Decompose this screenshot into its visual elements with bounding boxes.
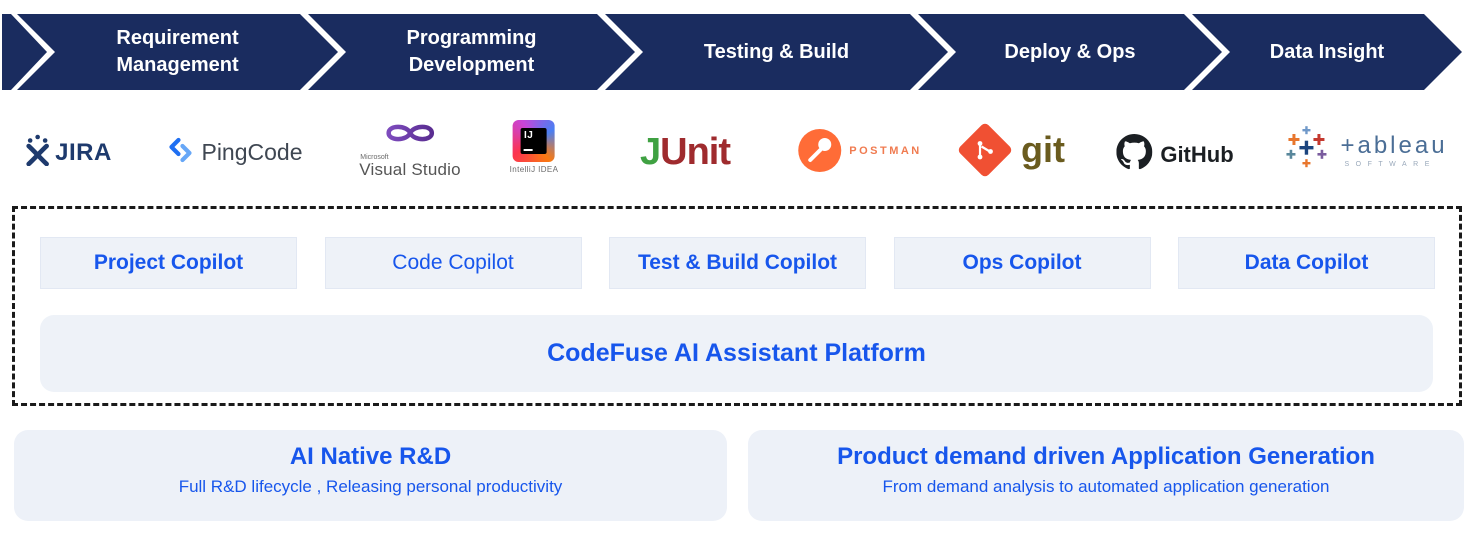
github-logo: GitHub [1116,134,1234,175]
github-wordmark: GitHub [1160,141,1234,167]
pipeline-stage-data-insight: Data Insight [1192,14,1462,90]
intellij-idea-logo: IJ IntelliJ IDEA [510,120,559,174]
intellij-idea-icon: IJ [513,120,555,162]
ai-native-rd-subtitle: Full R&D lifecycle , Releasing personal … [178,477,563,496]
test-build-copilot-chip: Test & Build Copilot [609,237,866,289]
pingcode-wordmark: PingCode [201,139,303,165]
github-octocat-icon [1116,134,1153,175]
jira-logo: JIRA [24,134,112,171]
jira-wordmark: JIRA [55,138,112,166]
ai-native-rd-card: AI Native R&D Full R&D lifecycle , Relea… [14,430,727,521]
visual-studio-logo: Microsoft Visual Studio [359,120,461,178]
git-icon [956,121,1014,179]
visual-studio-wordmark: Microsoft Visual Studio [359,154,461,179]
tableau-icon [1282,126,1330,175]
project-copilot-chip: Project Copilot [40,237,297,289]
visual-studio-infinity-icon [383,120,437,151]
ops-copilot-chip: Ops Copilot [893,237,1151,289]
pipeline-stage-programming-development: Programming Development [308,14,635,90]
copilot-layer-panel: Project Copilot Code Copilot Test & Buil… [12,206,1462,406]
junit-wordmark: JUnit [639,131,731,173]
pingcode-icon [167,137,193,168]
postman-icon [798,129,842,172]
pipeline-stage-testing-build: Testing & Build [605,14,948,90]
code-copilot-chip: Code Copilot [324,237,582,289]
junit-logo: JUnit [639,131,731,174]
microsoft-label: Microsoft [360,154,389,161]
git-wordmark: git [1021,129,1065,170]
jira-icon [24,134,51,171]
postman-wordmark: POSTMAN [849,144,922,157]
ai-native-rd-title: AI Native R&D [289,443,452,470]
pipeline-stage-deploy-ops: Deploy & Ops [918,14,1222,90]
copilot-row: Project Copilot Code Copilot Test & Buil… [40,237,1435,289]
app-generation-card: Product demand driven Application Genera… [748,430,1464,521]
tableau-logo: +ableau SOFTWARE [1282,126,1447,175]
pipeline-stage-requirement-management: Requirement Management [17,14,338,90]
intellij-idea-caption: IntelliJ IDEA [509,165,559,174]
postman-logo: POSTMAN [798,129,922,172]
app-generation-subtitle: From demand analysis to automated applic… [882,477,1330,496]
tableau-wordmark: +ableau SOFTWARE [1340,131,1448,168]
data-copilot-chip: Data Copilot [1178,237,1435,289]
codefuse-platform-bar: CodeFuse AI Assistant Platform [40,315,1433,392]
pingcode-logo: PingCode [167,137,303,168]
tableau-software-label: SOFTWARE [1344,160,1436,168]
app-generation-title: Product demand driven Application Genera… [837,443,1375,470]
git-logo: git [956,121,1065,179]
